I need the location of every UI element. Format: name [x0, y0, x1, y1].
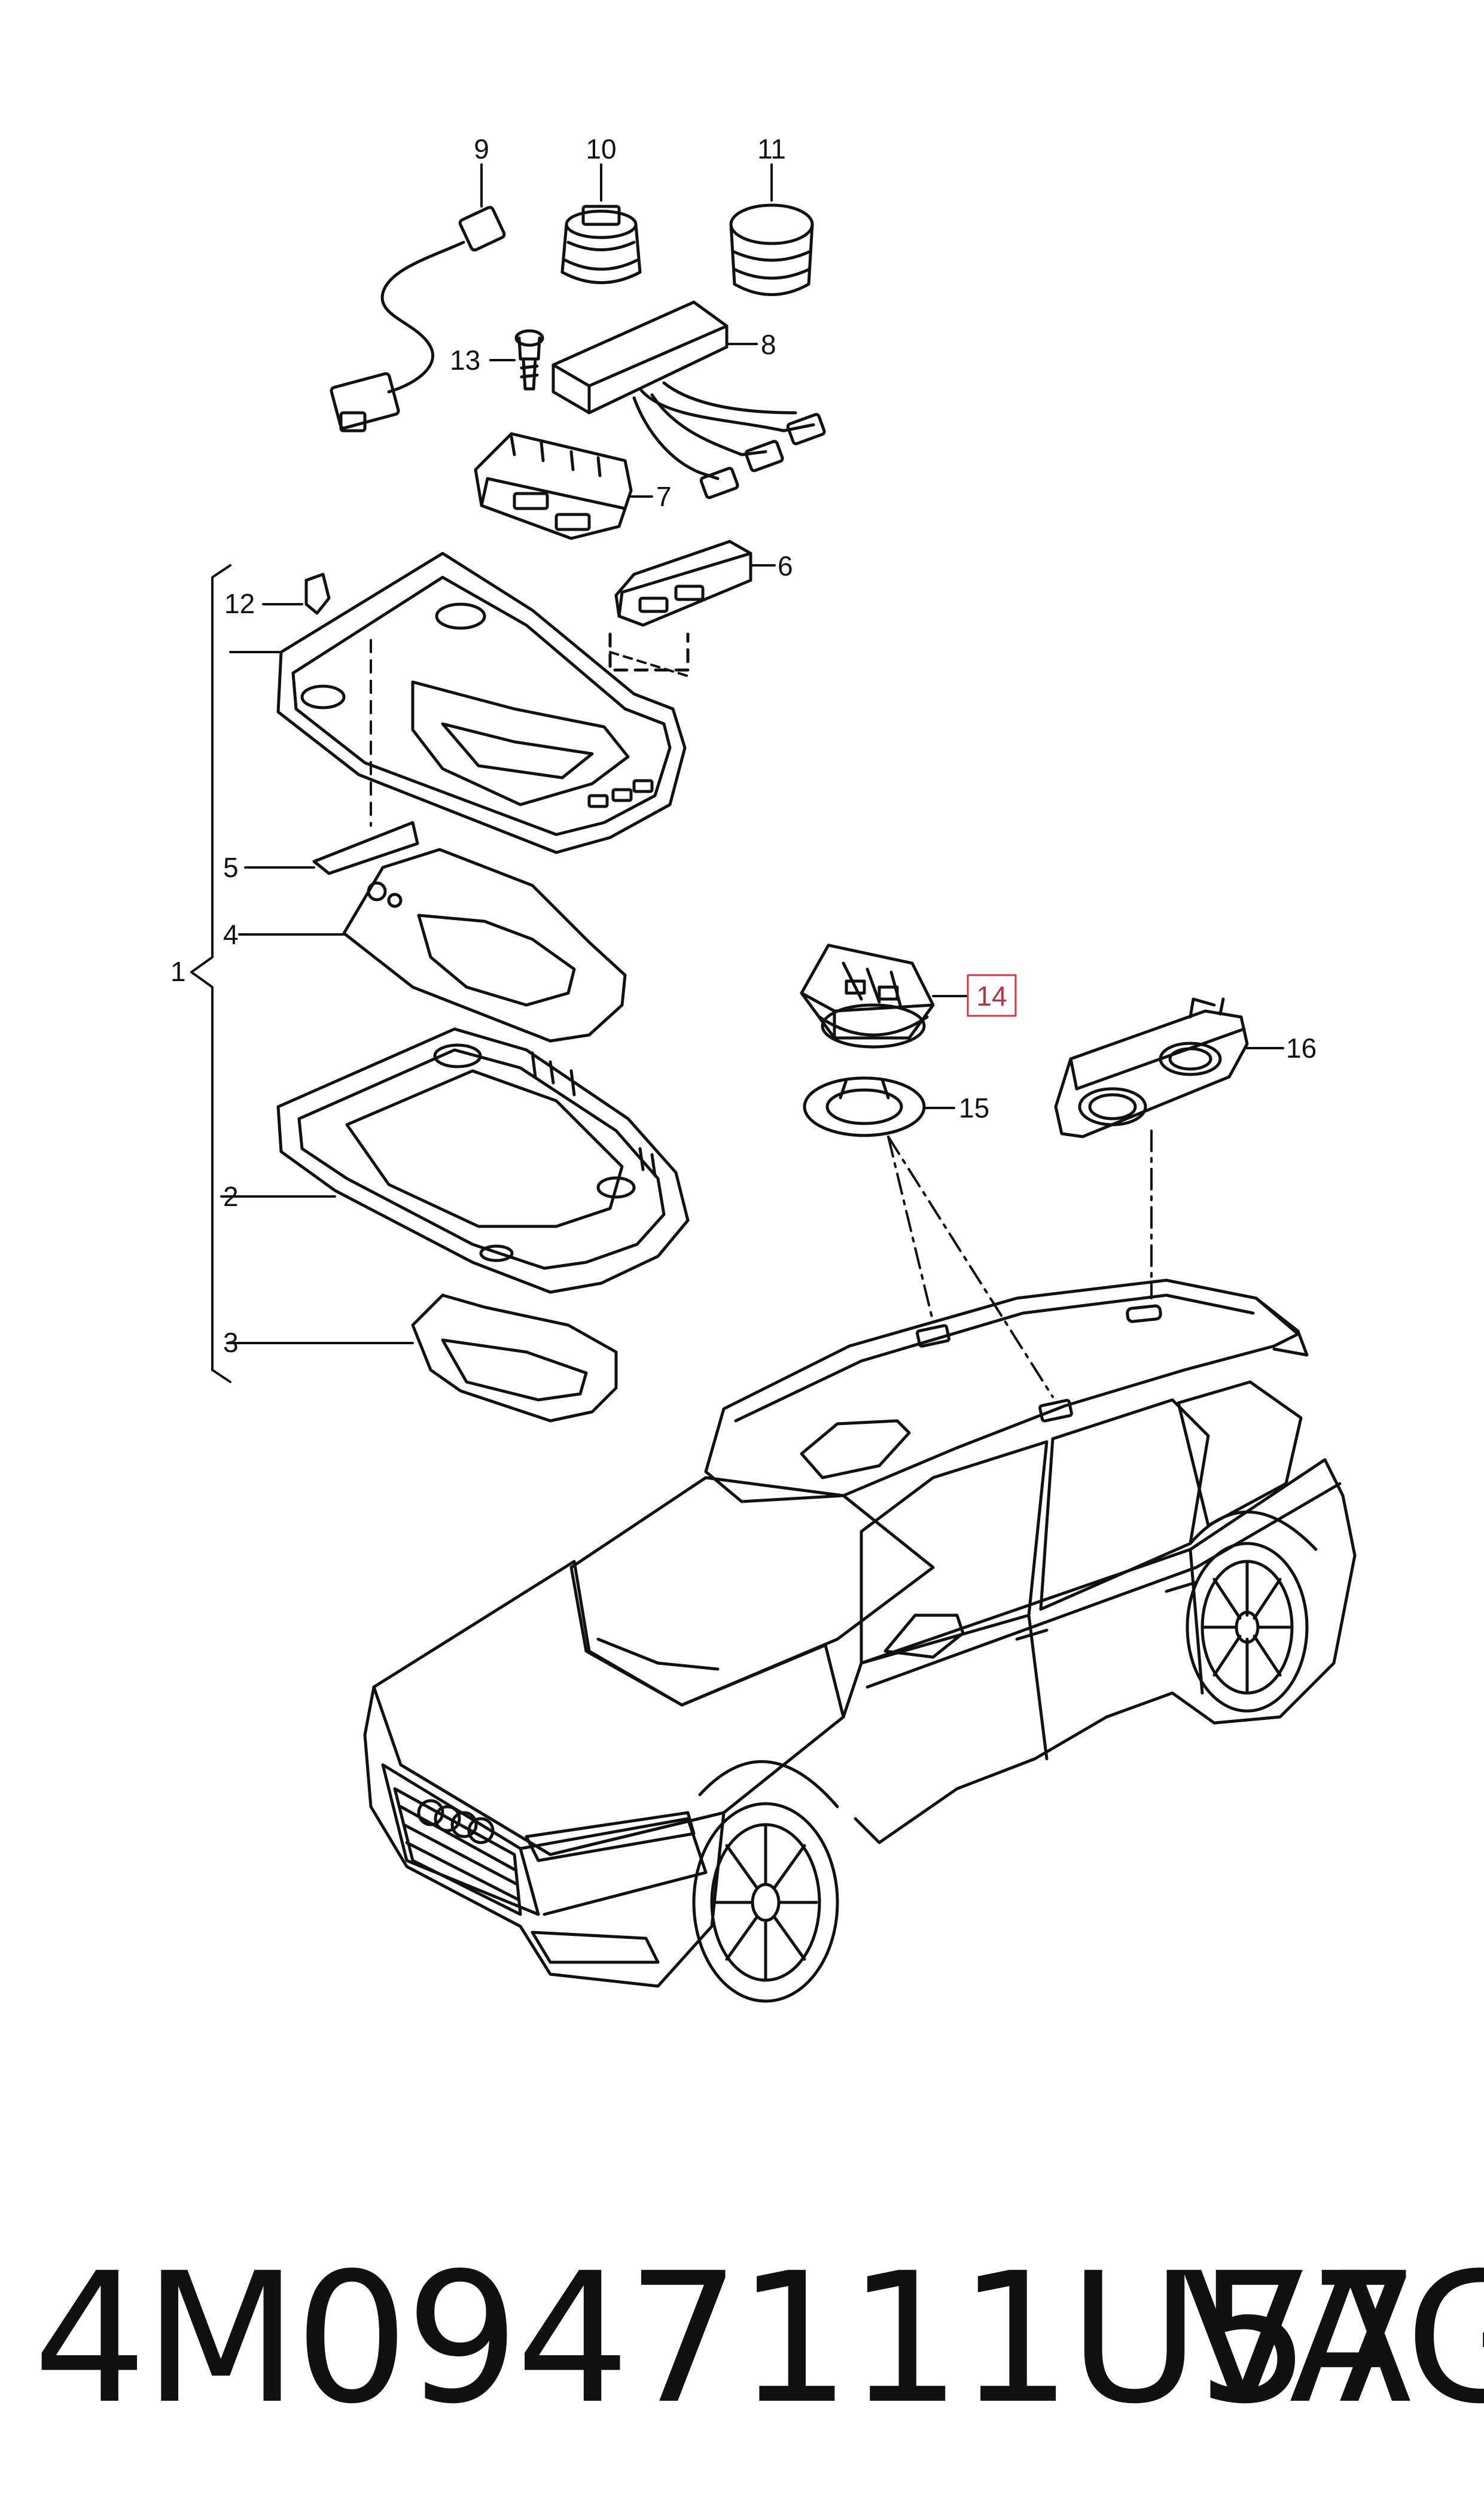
callout-16: 16: [1286, 1033, 1317, 1064]
part-10-socket: [560, 163, 642, 284]
part-12-clip: [262, 573, 331, 615]
part-16-rear-light: [1054, 997, 1284, 1138]
part-3-lamp-cover: [226, 1293, 618, 1423]
brand-label: VAG: [1181, 2234, 1484, 2443]
part-4-trim-panel: [238, 848, 627, 1043]
part-6-switch: [608, 540, 776, 677]
assembly-bracket-1: [190, 564, 231, 1383]
callout-13: 13: [450, 345, 480, 376]
part-number: 4M0947111U57: [33, 2234, 1421, 2443]
part-8-control-unit: [551, 300, 826, 500]
callout-8: 8: [761, 329, 776, 360]
callout-12: 12: [224, 588, 255, 619]
callout-5: 5: [223, 852, 239, 883]
roof-console-housing: [229, 552, 687, 854]
part-5-lens: [244, 821, 419, 875]
callout-3: 3: [223, 1327, 239, 1358]
callout-14: 14: [976, 981, 1007, 1012]
part-7-module: [474, 432, 653, 540]
callout-11: 11: [757, 133, 786, 165]
vehicle-illustration: [363, 1278, 1357, 2003]
callout-2: 2: [223, 1181, 239, 1212]
callout-1: 1: [170, 956, 186, 987]
part-13-screw: [489, 329, 544, 391]
callout-10: 10: [586, 133, 616, 165]
part-14-sensor: [800, 943, 967, 1049]
callout-6: 6: [778, 550, 793, 581]
callout-7: 7: [656, 481, 672, 512]
reference-lines: [887, 1129, 1153, 1398]
callout-14-highlight-box: [967, 974, 1017, 1017]
part-15-ring: [803, 1076, 955, 1137]
callout-labels: 9 10 11 13 8 7 6 12 5 4 1 2 3 14 15 16: [170, 133, 1317, 1358]
callout-15: 15: [959, 1092, 989, 1123]
part-9-cable-harness: [330, 163, 506, 433]
callout-4: 4: [223, 919, 239, 950]
part-2-frame: [220, 1027, 690, 1294]
part-11-cap: [729, 163, 814, 296]
callout-9: 9: [474, 133, 489, 165]
